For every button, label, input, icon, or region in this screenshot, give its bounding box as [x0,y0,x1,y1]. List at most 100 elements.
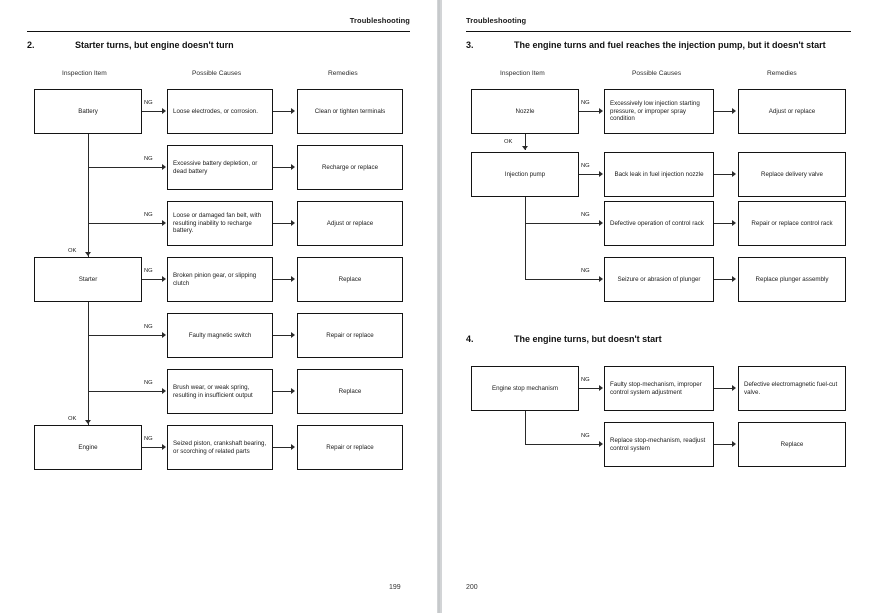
arrow-right-icon [162,388,166,394]
remedy-label: Replace [780,440,804,448]
remedy-label: Adjust or replace [326,219,374,227]
inspection-item-label: Nozzle [515,107,535,115]
arrow-right-icon [162,276,166,282]
possible-cause-box: Brush wear, or weak spring, resulting in… [167,369,273,414]
remedy-box: Repair or replace [297,313,403,358]
possible-cause-box: Seizure or abrasion of plunger [604,257,714,302]
connector-line [714,174,733,175]
connector-line [714,444,733,445]
connector-line [714,279,733,280]
connector-line [273,223,292,224]
inspection-item-box: Engine [34,425,142,470]
possible-cause-box: Broken pinion gear, or slipping clutch [167,257,273,302]
connector-line [525,223,600,224]
inspection-item-label: Engine [78,443,98,451]
inspection-item-label: Battery [78,107,98,115]
page-right: Troubleshooting 3. The engine turns and … [442,0,874,613]
possible-cause-label: Brush wear, or weak spring, resulting in… [173,383,253,399]
connector-line [273,111,292,112]
section-number-4: 4. [466,334,474,344]
possible-cause-label: Defective operation of control rack [610,219,704,227]
column-header-possible-causes-right: Possible Causes [632,70,682,77]
connector-line-vertical [88,134,89,268]
header-rule-right [466,30,851,32]
flag-label-ng: NG [581,100,590,106]
connector-line [88,223,163,224]
connector-line [88,335,163,336]
page-number-right: 200 [466,584,478,591]
arrow-right-icon [291,164,295,170]
inspection-item-box: Starter [34,257,142,302]
connector-line-vertical [525,411,526,445]
arrow-right-icon [162,164,166,170]
running-header-left: Troubleshooting [27,16,410,32]
flag-label-ok: OK [504,139,513,145]
connector-line-vertical [88,302,89,436]
running-header-right: Troubleshooting [466,16,851,32]
connector-line [142,111,163,112]
possible-cause-label: Faulty stop-mechanism, improper control … [610,380,702,396]
connector-line [273,167,292,168]
remedy-label: Adjust or replace [768,107,816,115]
inspection-item-box: Nozzle [471,89,579,134]
remedy-box: Recharge or replace [297,145,403,190]
column-header-possible-causes-left: Possible Causes [192,70,242,77]
remedy-label: Repair or replace [326,331,374,339]
arrow-right-icon [732,385,736,391]
connector-line [579,174,600,175]
possible-cause-label: Excessively low injection starting press… [610,100,700,123]
section-title-2: Starter turns, but engine doesn't turn [75,40,234,50]
arrow-right-icon [599,441,603,447]
possible-cause-box: Back leak in fuel injection nozzle [604,152,714,197]
connector-line [579,388,600,389]
column-header-inspection-item-right: Inspection Item [500,70,545,77]
arrow-right-icon [599,108,603,114]
remedy-box: Adjust or replace [738,89,846,134]
remedy-box: Replace [297,369,403,414]
arrow-right-icon [599,220,603,226]
arrow-right-icon [162,108,166,114]
connector-line [273,447,292,448]
flag-label-ng: NG [144,100,153,106]
possible-cause-box: Loose or damaged fan belt, with resultin… [167,201,273,246]
arrow-right-icon [291,332,295,338]
inspection-item-label: Injection pump [504,170,546,178]
possible-cause-label: Back leak in fuel injection nozzle [614,170,704,178]
flag-label-ng: NG [581,212,590,218]
remedy-box: Repair or replace control rack [738,201,846,246]
connector-line [273,335,292,336]
possible-cause-label: Loose or damaged fan belt, with resultin… [173,212,262,235]
remedy-box: Replace [297,257,403,302]
arrow-right-icon [291,276,295,282]
connector-line [273,279,292,280]
flag-label-ng: NG [144,380,153,386]
possible-cause-label: Excessive battery depletion, or dead bat… [173,159,258,175]
remedy-box: Defective electromagnetic fuel-cut valve… [738,366,846,411]
inspection-item-label: Engine stop mechanism [491,384,559,392]
remedy-box: Clean or tighten terminals [297,89,403,134]
arrow-right-icon [291,220,295,226]
possible-cause-label: Seizure or abrasion of plunger [617,275,701,283]
connector-line [88,167,163,168]
possible-cause-label: Faulty magnetic switch [188,331,252,339]
arrow-right-icon [599,276,603,282]
remedy-box: Replace delivery valve [738,152,846,197]
column-header-remedies-right: Remedies [767,70,797,77]
flag-label-ng: NG [144,212,153,218]
connector-line-vertical [525,197,526,279]
arrow-right-icon [599,385,603,391]
possible-cause-box: Defective operation of control rack [604,201,714,246]
connector-line-vertical [525,134,526,150]
inspection-item-label: Starter [78,275,98,283]
remedy-box: Adjust or replace [297,201,403,246]
possible-cause-box: Loose electrodes, or corrosion. [167,89,273,134]
running-header-right-text: Troubleshooting [466,16,527,25]
possible-cause-box: Seized piston, crankshaft bearing, or sc… [167,425,273,470]
remedy-label: Replace plunger assembly [755,275,829,283]
arrow-right-icon [732,171,736,177]
arrow-right-icon [291,444,295,450]
remedy-label: Replace [338,387,362,395]
flag-label-ok: OK [68,416,77,422]
arrow-down-icon [522,146,528,150]
connector-line [525,444,600,445]
